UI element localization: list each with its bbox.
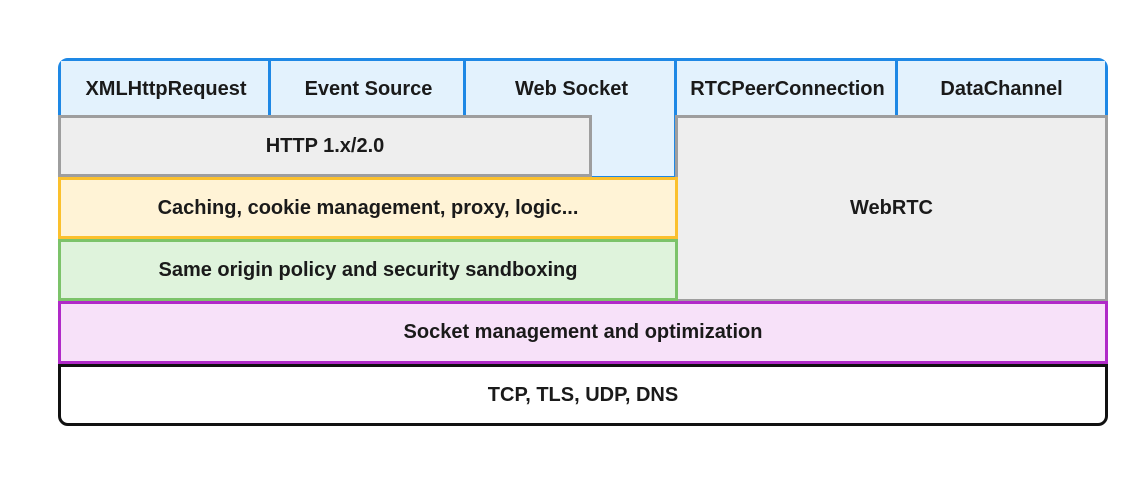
api-web-socket: Web Socket xyxy=(463,61,677,117)
api-xmlhttprequest: XMLHttpRequest xyxy=(61,61,271,117)
layer-socket-management: Socket management and optimization xyxy=(58,301,1108,364)
layer-same-origin: Same origin policy and security sandboxi… xyxy=(58,239,678,301)
layer-transport: TCP, TLS, UDP, DNS xyxy=(58,364,1108,426)
api-rtcpeerconnection: RTCPeerConnection xyxy=(674,61,898,117)
api-datachannel: DataChannel xyxy=(895,61,1105,117)
layer-http: HTTP 1.x/2.0 xyxy=(58,115,592,177)
layer-webrtc: WebRTC xyxy=(675,115,1108,302)
api-event-source: Event Source xyxy=(268,61,466,117)
layer-caching: Caching, cookie management, proxy, logic… xyxy=(58,177,678,239)
web-socket-column-extension xyxy=(589,117,677,179)
